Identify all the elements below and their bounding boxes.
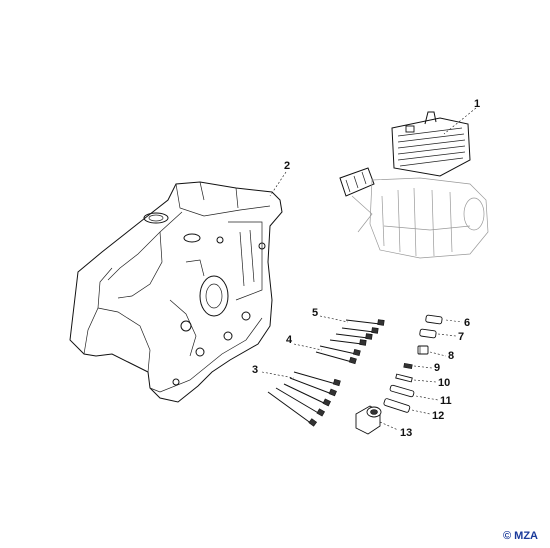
bolt-3b	[275, 387, 326, 417]
bolt-3c	[283, 383, 331, 407]
dowel-7	[419, 328, 437, 339]
seal-13	[355, 405, 382, 435]
dowel-6	[425, 314, 443, 325]
bolt-3e	[293, 371, 341, 387]
pin-9	[403, 362, 413, 370]
bolt-4a	[315, 351, 357, 365]
callout-11: 11	[440, 395, 452, 407]
medium-bolts	[315, 345, 361, 365]
bolt-5a	[329, 339, 367, 346]
pin-12	[383, 398, 411, 413]
callout-8: 8	[448, 350, 455, 362]
leader-lines	[261, 107, 477, 431]
callout-2: 2	[284, 160, 291, 172]
callout-5: 5	[312, 307, 319, 319]
pin-11	[389, 384, 415, 398]
callout-9: 9	[434, 362, 441, 374]
bolt-5d	[345, 319, 385, 326]
callout-3: 3	[252, 364, 259, 376]
short-bolts	[329, 319, 385, 346]
sleeve-8	[417, 345, 429, 355]
pin-10	[395, 373, 413, 383]
engine-assembly	[339, 111, 489, 259]
bolt-4b	[319, 345, 361, 357]
callout-10: 10	[438, 377, 451, 389]
callout-13: 13	[400, 427, 413, 439]
crankcase-half	[69, 181, 283, 403]
bolt-5c	[341, 327, 379, 334]
bolt-3a	[267, 391, 318, 427]
copyright-mark: © MZA	[503, 530, 538, 542]
callout-7: 7	[458, 331, 465, 343]
callout-12: 12	[432, 410, 445, 422]
long-bolts	[267, 371, 341, 427]
callout-4: 4	[286, 334, 293, 346]
bolt-3d	[289, 377, 337, 397]
callout-1: 1	[474, 98, 481, 110]
bolt-5b	[335, 333, 373, 340]
callout-6: 6	[464, 317, 471, 329]
